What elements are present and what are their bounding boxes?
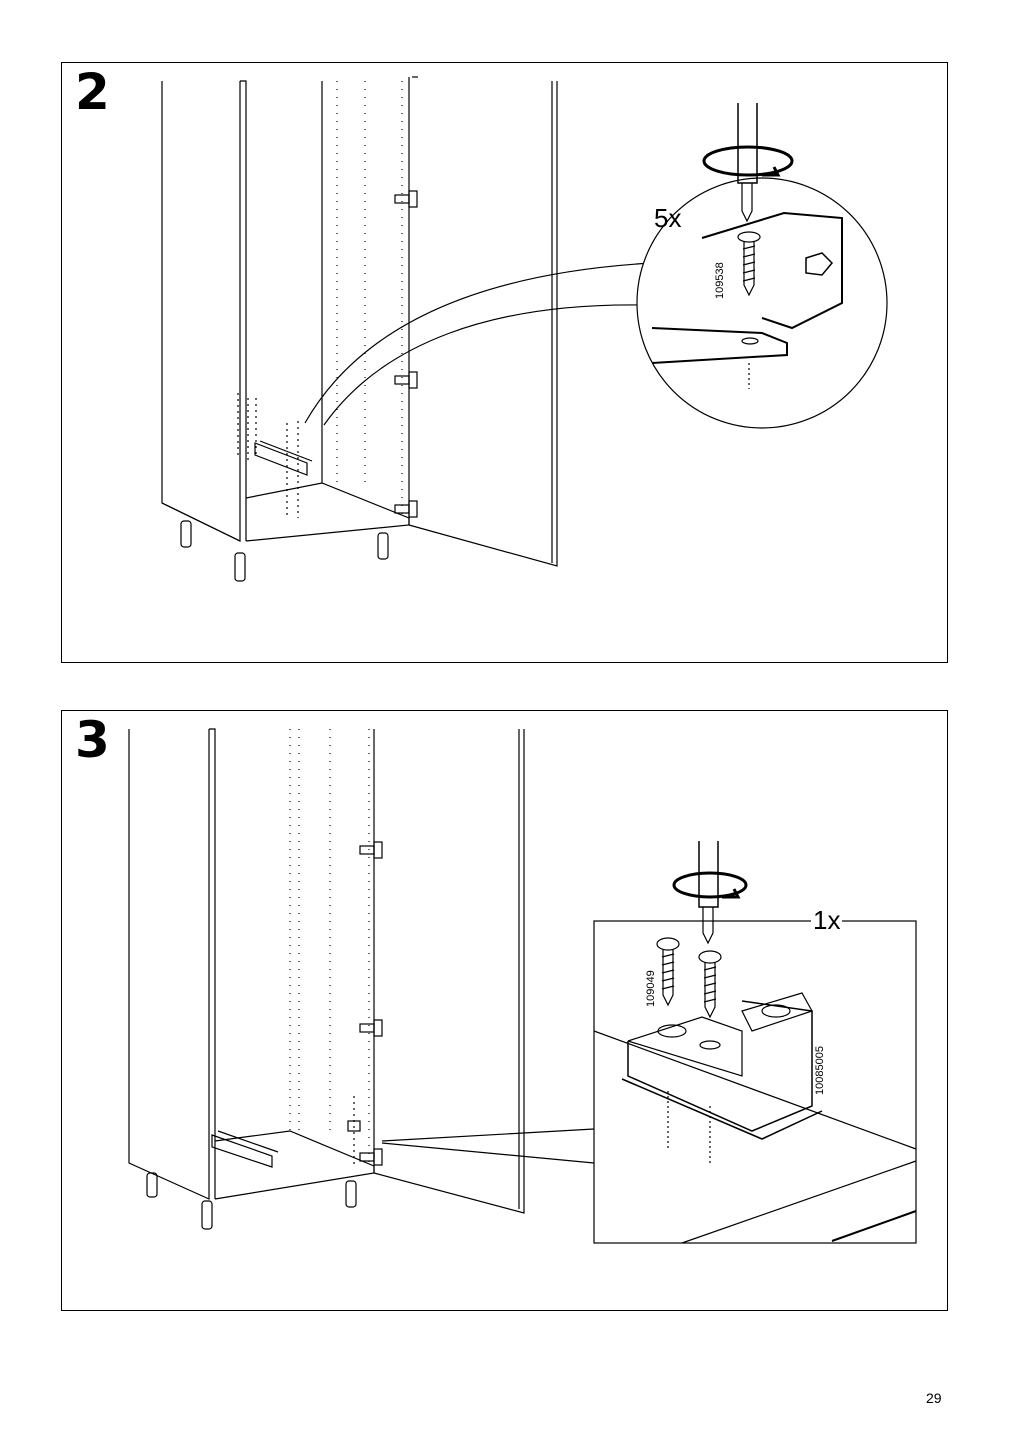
step-2-panel: 2	[61, 62, 948, 663]
part-number-label: 109538	[714, 262, 726, 299]
step-2-illustration	[161, 76, 888, 582]
screw-icon	[698, 950, 722, 1019]
page-number: 29	[926, 1390, 942, 1406]
screw-icon	[656, 937, 680, 1007]
rotation-arrow-icon	[672, 871, 748, 899]
step-3-illustration	[128, 728, 917, 1244]
cabinet-illustration	[161, 76, 558, 582]
step-3-panel: 3	[61, 710, 948, 1311]
quantity-label: 5x	[654, 203, 682, 233]
hinge	[394, 371, 418, 389]
callout-line	[381, 1142, 595, 1164]
hinge	[394, 500, 418, 518]
callout-line	[381, 1128, 595, 1142]
hinge	[359, 1019, 383, 1037]
rotation-arrow-icon	[702, 145, 794, 177]
step-number: 2	[75, 63, 110, 121]
screwdriver-icon	[737, 103, 758, 223]
detail-circle	[636, 103, 888, 429]
screw-icon	[737, 231, 761, 297]
step-number: 3	[75, 711, 110, 769]
detail-box	[593, 841, 917, 1244]
cabinet-illustration	[128, 728, 525, 1230]
callout-line	[304, 262, 653, 424]
hinge	[359, 1148, 383, 1166]
callout-line	[323, 304, 643, 426]
hinge	[359, 841, 383, 859]
part-number-label: 109049	[645, 970, 657, 1007]
quantity-label: 1x	[811, 905, 843, 936]
part-number-label: 10085005	[814, 1046, 826, 1095]
hinge	[394, 190, 418, 208]
